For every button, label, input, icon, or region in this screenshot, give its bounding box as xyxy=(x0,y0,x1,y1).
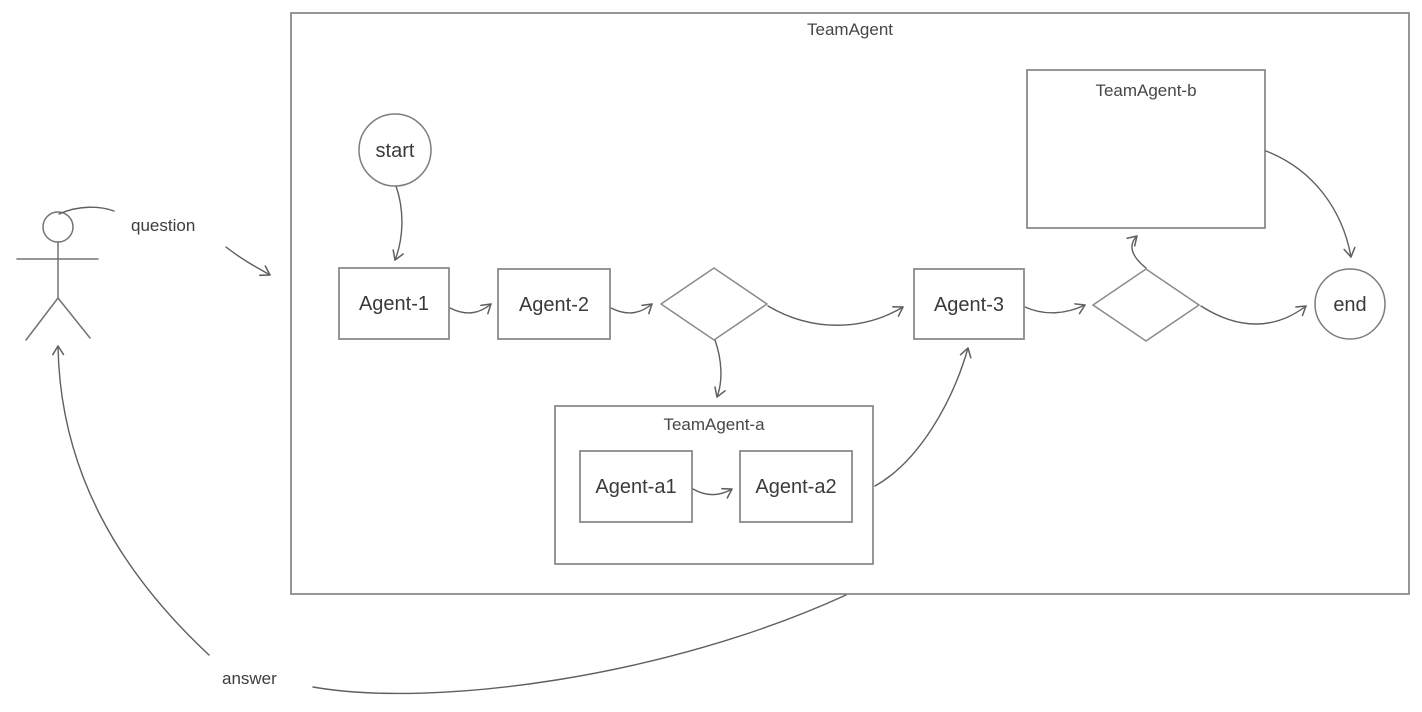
end-circle xyxy=(1314,268,1386,340)
start-circle xyxy=(358,113,432,187)
answer-curve-left xyxy=(52,345,210,656)
teamagent-a-group-title: TeamAgent-a xyxy=(663,415,765,434)
edge-agenta1-to-agenta2 xyxy=(692,487,733,499)
agent1-label: Agent-1 xyxy=(359,293,429,315)
edge-agent2-to-decision1 xyxy=(610,303,653,315)
edge-decision1-to-agent3 xyxy=(767,305,904,326)
agent-a2-box xyxy=(739,450,853,523)
answer-label: answer xyxy=(222,669,277,688)
question-label: question xyxy=(131,216,195,235)
agent3-label: Agent-3 xyxy=(934,294,1004,316)
agent2-box xyxy=(497,268,611,340)
agent2-label: Agent-2 xyxy=(519,294,589,316)
agent-a1-box xyxy=(579,450,693,523)
edge-agent3-to-decision2 xyxy=(1024,303,1086,315)
actor-figure xyxy=(16,211,99,341)
node-agent-a1: Agent-a1 xyxy=(579,450,693,523)
agent-a1-label: Agent-a1 xyxy=(595,476,676,498)
question-arrow xyxy=(225,246,271,277)
edge-teamagent-a-to-agent3 xyxy=(874,347,972,487)
edge-decision2-to-teamagent-b xyxy=(1126,235,1147,269)
teamagent-group-box xyxy=(290,12,1410,595)
start-label: start xyxy=(376,140,415,162)
actor-right-leg xyxy=(57,297,91,339)
node-agent1: Agent-1 xyxy=(338,267,450,340)
actor-question-connector xyxy=(58,206,115,215)
agent3-box xyxy=(913,268,1025,340)
edge-start-to-agent1 xyxy=(392,185,404,261)
teamagent-b-group-title: TeamAgent-b xyxy=(1095,81,1196,100)
decision1-diamond xyxy=(659,267,769,341)
agent1-box xyxy=(338,267,450,340)
answer-curve-right xyxy=(312,594,847,695)
agent-a2-label: Agent-a2 xyxy=(755,476,836,498)
teamagent-a-group-box xyxy=(554,405,874,565)
actor-head xyxy=(42,211,74,243)
edge-agent1-to-agent2 xyxy=(449,303,492,315)
teamagent-b-group-box xyxy=(1026,69,1266,229)
edge-decision1-to-teamagent-a xyxy=(714,339,726,398)
node-end: end xyxy=(1314,268,1386,340)
end-label: end xyxy=(1333,294,1366,316)
edge-decision2-to-end xyxy=(1200,305,1307,325)
node-agent3: Agent-3 xyxy=(913,268,1025,340)
decision2-diamond xyxy=(1091,268,1201,342)
edge-teamagent-b-to-end xyxy=(1265,150,1356,258)
actor-left-leg xyxy=(25,297,59,341)
node-start: start xyxy=(358,113,432,187)
node-agent-a2: Agent-a2 xyxy=(739,450,853,523)
teamagent-group-title: TeamAgent xyxy=(807,20,893,39)
node-agent2: Agent-2 xyxy=(497,268,611,340)
